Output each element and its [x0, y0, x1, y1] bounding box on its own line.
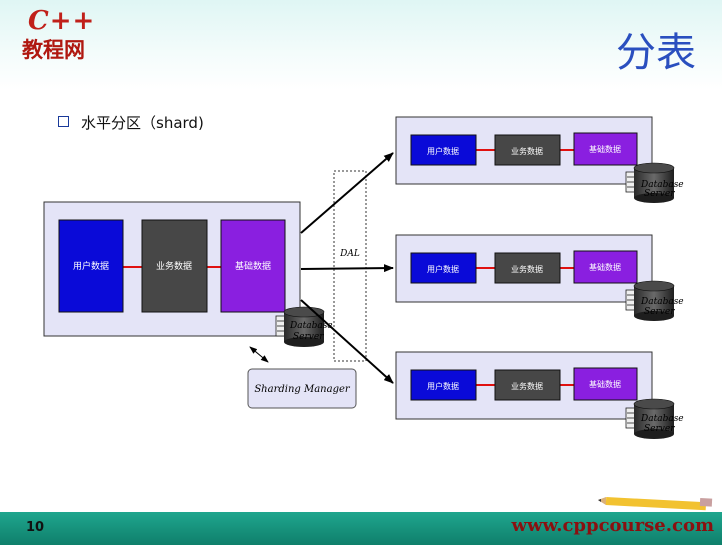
source-db-label-1: Database	[289, 321, 333, 331]
bullet-item: 水平分区（shard)	[58, 112, 204, 133]
site-url: www.cppcourse.com	[511, 515, 714, 536]
source-db-label-2: Server	[293, 332, 324, 342]
shard-biz-block	[494, 369, 561, 401]
shard-biz-block	[494, 252, 561, 284]
shard-database-icon	[625, 398, 675, 439]
shard-db-label-2: Server	[644, 189, 675, 199]
pencil-icon	[598, 497, 713, 511]
shard-user-label: 用户数据	[427, 264, 459, 274]
shard-user-label: 用户数据	[427, 381, 459, 391]
shard-biz-label: 业务数据	[511, 381, 543, 391]
source-base-block	[220, 219, 286, 313]
dal-label: DAL	[339, 249, 360, 259]
header-band	[0, 0, 722, 90]
source-database-icon	[275, 306, 325, 347]
dal-box	[333, 170, 367, 362]
shard-base-label: 基础数据	[589, 144, 621, 154]
sharding-manager-box	[247, 368, 357, 409]
shard-biz-block	[494, 134, 561, 166]
shard-biz-label: 业务数据	[511, 146, 543, 156]
source-panel: 用户数据 业务数据 基础数据 Database Server	[43, 201, 333, 347]
shard-base-label: 基础数据	[589, 262, 621, 272]
shard-db-label-1: Database	[640, 180, 684, 190]
shard-user-block	[410, 252, 477, 284]
shard-base-block	[573, 132, 638, 166]
source-biz-label: 业务数据	[156, 260, 192, 272]
page-title: 分表	[616, 30, 696, 76]
sharding-manager-link	[249, 346, 269, 363]
source-user-label: 用户数据	[73, 260, 109, 272]
source-user-block	[58, 219, 124, 313]
sharding-manager-label: Sharding Manager	[254, 384, 351, 395]
arrow-to-shard-2	[300, 264, 394, 273]
shard-base-block	[573, 367, 638, 401]
shard-panel: 用户数据 业务数据 基础数据 Database Server	[395, 234, 684, 321]
shard-db-label-1: Database	[640, 414, 684, 424]
page-number: 10	[26, 520, 45, 535]
shard-biz-label: 业务数据	[511, 264, 543, 274]
shard-db-label-2: Server	[644, 307, 675, 317]
logo-site-name: 教程网	[22, 38, 85, 62]
shard-base-label: 基础数据	[589, 379, 621, 389]
shard-user-block	[410, 134, 477, 166]
shard-panel: 用户数据 业务数据 基础数据 Database Server	[395, 351, 684, 439]
shard-base-block	[573, 250, 638, 284]
logo-cpp: C++	[28, 6, 96, 36]
source-biz-block	[141, 219, 208, 313]
shard-database-icon	[625, 280, 675, 321]
shard-panel: 用户数据 业务数据 基础数据 Database Server	[395, 116, 684, 203]
shard-database-icon	[625, 162, 675, 203]
source-base-label: 基础数据	[235, 260, 271, 272]
footer-band	[0, 512, 722, 545]
arrow-to-shard-1	[300, 152, 394, 234]
arrow-to-shard-3	[300, 299, 394, 384]
shard-user-label: 用户数据	[427, 146, 459, 156]
shard-user-block	[410, 369, 477, 401]
square-bullet-icon	[58, 116, 69, 127]
shard-db-label-2: Server	[644, 424, 675, 434]
shard-db-label-1: Database	[640, 297, 684, 307]
bullet-text: 水平分区（shard)	[81, 114, 204, 132]
